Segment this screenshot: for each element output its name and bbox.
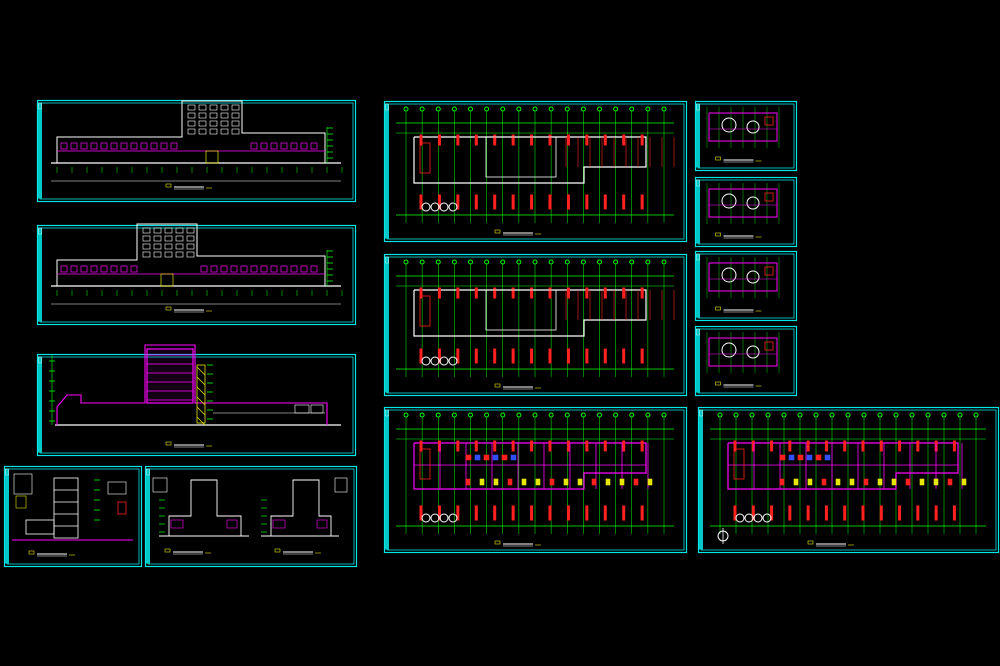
sheet-small-plan-1 (694, 100, 798, 172)
sheet-elev-1 (36, 99, 357, 203)
sheet-elev-2 (36, 223, 357, 326)
elevation-drawing-icon (38, 102, 42, 110)
north-arrow-icon (717, 528, 729, 544)
floor-plan-icon (696, 328, 700, 336)
floor-plan-icon (385, 409, 389, 417)
floor-plan-icon (699, 409, 703, 417)
sheet-small-plan-4 (694, 325, 798, 397)
sheet-plan-upper-2 (383, 253, 688, 397)
sheet-small-plan-3 (694, 250, 798, 322)
sheet-plan-upper-1 (383, 100, 688, 243)
elevation-drawing-icon (38, 227, 42, 235)
floor-plan-icon (385, 103, 389, 111)
sheet-plan-ground-1 (383, 406, 688, 554)
sheet-details-1 (3, 465, 143, 568)
sheet-side-elev (144, 465, 358, 568)
sheet-section-1 (36, 344, 357, 457)
floor-plan-icon (696, 179, 700, 187)
sheet-plan-ground-2 (697, 406, 1000, 554)
floor-plan-icon (696, 253, 700, 261)
elevation-drawing-icon (146, 468, 150, 476)
floor-plan-icon (385, 256, 389, 264)
floor-plan-icon (696, 103, 700, 111)
detail-drawing-icon (5, 468, 9, 476)
section-drawing-icon (38, 356, 42, 364)
sheet-small-plan-2 (694, 176, 798, 248)
